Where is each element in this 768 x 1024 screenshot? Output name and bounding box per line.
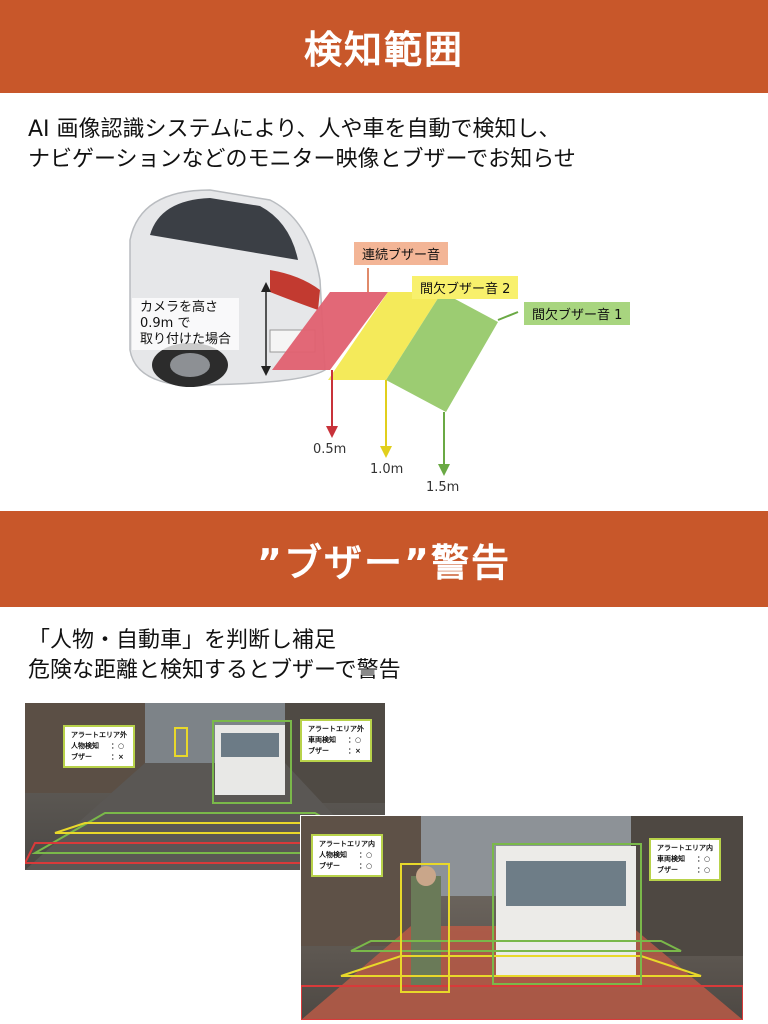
camera-label-line: カメラを高さ [140, 300, 219, 315]
street-photo-inside-area: アラートエリア内 人物検知 ：○ ブザー ：○ アラートエリア内 車両検知 ：○ ブザ… [300, 815, 744, 1021]
alert-row-value: ：○ [111, 742, 125, 750]
zone-tag-continuous: 連続ブザー音 [354, 242, 449, 265]
alert-row-value: ：○ [697, 855, 711, 863]
alert-row-value: ：○ [359, 851, 373, 859]
alert-box-title: アラートエリア内 [319, 840, 375, 848]
alert-row-key: ブザー [657, 866, 678, 874]
description-line: 危険な距離と検知するとブザーで警告 [28, 658, 401, 683]
alert-info-box-person: アラートエリア外 人物検知 ：○ ブザー ：× [63, 725, 135, 768]
alert-box-title: アラートエリア外 [308, 725, 364, 733]
description-line: ナビゲーションなどのモニター映像とブザーでお知らせ [28, 147, 576, 172]
alert-row-key: ブザー [71, 753, 92, 761]
alert-box-title: アラートエリア内 [657, 844, 713, 852]
alert-row-value: ：× [111, 753, 124, 761]
detection-range-diagram: カメラを高さ 0.9m で 取り付けた場合 連続ブザー音 間欠ブザー音 2 間欠… [120, 180, 680, 500]
zone-tag-intermittent-2: 間欠ブザー音 2 [412, 276, 519, 299]
alert-row-key: 車両検知 [308, 736, 336, 744]
alert-row-key: 人物検知 [71, 742, 99, 750]
distance-label: 1.5m [426, 480, 460, 495]
zone-yellow [328, 292, 442, 380]
street-photo-outside-area: アラートエリア外 人物検知 ：○ ブザー ：× アラートエリア外 車両検知 ：○ ブザ… [25, 703, 385, 870]
alert-row-key: ブザー [308, 747, 329, 755]
alert-row-key: ブザー [319, 862, 340, 870]
zone-red [272, 292, 388, 370]
section-title: 検知範囲 [303, 28, 464, 72]
distance-label: 0.5m [313, 442, 347, 457]
alert-row-key: 車両検知 [657, 855, 685, 863]
buzzer-description: 「人物・自動車」を判断し補足 危険な距離と検知するとブザーで警告 [28, 626, 401, 686]
camera-label-line: 0.9m で [140, 316, 191, 331]
distance-label: 1.0m [370, 462, 404, 477]
camera-label-line: 取り付けた場合 [140, 332, 232, 347]
description-line: AI 画像認識システムにより、人や車を自動で検知し、 [28, 117, 561, 142]
alert-row-value: ：○ [359, 862, 373, 870]
section-banner-detection-range: 検知範囲 [0, 0, 768, 93]
alert-info-box-vehicle: アラートエリア内 車両検知 ：○ ブザー ：○ [649, 838, 721, 881]
description-line: 「人物・自動車」を判断し補足 [28, 628, 337, 653]
alert-info-box-person: アラートエリア内 人物検知 ：○ ブザー ：○ [311, 834, 383, 877]
alert-info-box-vehicle: アラートエリア外 車両検知 ：○ ブザー ：× [300, 719, 372, 762]
section-title: ”ブザー”警告 [257, 540, 511, 585]
detection-description: AI 画像認識システムにより、人や車を自動で検知し、 ナビゲーションなどのモニタ… [28, 115, 576, 175]
section-banner-buzzer-warning: ”ブザー”警告 [0, 511, 768, 607]
zone-tag-intermittent-1: 間欠ブザー音 1 [524, 302, 631, 325]
alert-row-value: ：× [348, 747, 361, 755]
alert-row-value: ：○ [348, 736, 362, 744]
alert-row-key: 人物検知 [319, 851, 347, 859]
camera-height-label: カメラを高さ 0.9m で 取り付けた場合 [132, 298, 240, 350]
alert-box-title: アラートエリア外 [71, 731, 127, 739]
zone-green [386, 292, 498, 412]
alert-row-value: ：○ [697, 866, 711, 874]
